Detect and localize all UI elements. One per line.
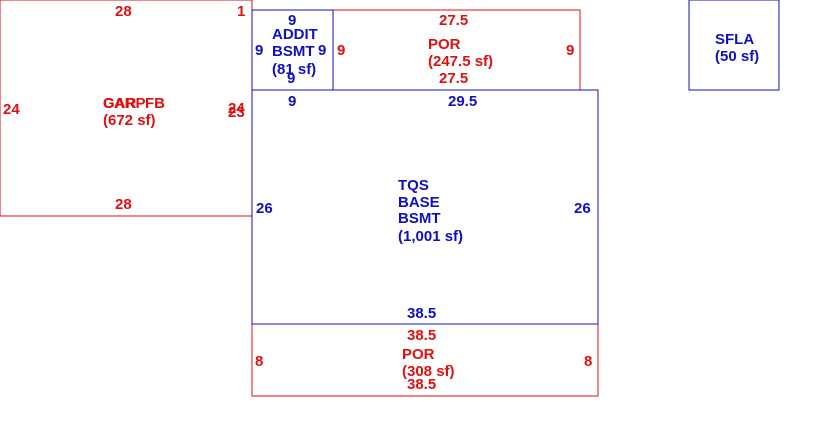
addit-bsmt-dim-left: 9 bbox=[255, 42, 263, 59]
sfla-size: (50 sf) bbox=[715, 48, 759, 65]
garage-dim-top: 28 bbox=[115, 3, 132, 20]
por-bottom-name: POR bbox=[402, 346, 435, 363]
garage-name-fb: FB bbox=[145, 95, 165, 112]
por-bottom-dim-right: 8 bbox=[584, 353, 592, 370]
por-bottom-dim-left: 8 bbox=[255, 353, 263, 370]
area-sfla: SFLA (50 sf) bbox=[688, 0, 780, 91]
por-top-dim-right: 9 bbox=[566, 42, 574, 59]
sfla-name: SFLA bbox=[715, 31, 754, 48]
garage-dim-bottom: 28 bbox=[115, 196, 132, 213]
garage-dim-left: 24 bbox=[3, 101, 20, 118]
por-bottom-dim-top: 38.5 bbox=[407, 327, 436, 344]
addit-bsmt-dim-right: 9 bbox=[318, 42, 326, 59]
por-top-size: (247.5 sf) bbox=[428, 53, 493, 70]
tqs-base-name-line2: BASE bbox=[398, 194, 440, 211]
por-top-name: POR bbox=[428, 36, 461, 53]
area-tqs-base: TQS BASE BSMT (1,001 sf) 29.5 38.5 26 26 bbox=[251, 89, 599, 325]
tqs-base-size: (1,001 sf) bbox=[398, 228, 463, 245]
por-top-dim-bottom: 27.5 bbox=[439, 70, 468, 87]
addit-bsmt-dim-bottom: 9 bbox=[287, 70, 295, 87]
addit-bsmt-name-line2: BSMT bbox=[272, 43, 315, 60]
sfla-outline bbox=[688, 0, 780, 91]
addit-bsmt-size: (81 sf) bbox=[272, 61, 316, 78]
tqs-base-name-line3: BSMT bbox=[398, 210, 441, 227]
garage-size: (672 sf) bbox=[103, 112, 156, 129]
area-garage: GAR FB CARP (672 sf) 28 1 24 24 23 28 bbox=[0, 0, 253, 217]
garage-name-carp: CARP bbox=[103, 95, 146, 112]
tqs-base-name-line1: TQS bbox=[398, 177, 429, 194]
por-top-dim-left: 9 bbox=[337, 42, 345, 59]
area-por-bottom: POR (308 sf) 38.5 38.5 8 8 bbox=[251, 323, 599, 397]
tqs-base-dim-top: 29.5 bbox=[448, 93, 477, 110]
por-bottom-size: (308 sf) bbox=[402, 363, 455, 380]
area-addit-bsmt: ADDIT BSMT (81 sf) 9 9 9 9 9 bbox=[251, 9, 334, 110]
area-por-top: POR (247.5 sf) 27.5 27.5 9 9 bbox=[332, 9, 581, 91]
tqs-base-dim-bottom: 38.5 bbox=[407, 305, 436, 322]
garage-dim-right-b: 23 bbox=[228, 104, 245, 121]
addit-bsmt-dim-bottom-outer: 9 bbox=[288, 93, 296, 110]
garage-dim-corner: 1 bbox=[237, 3, 245, 20]
por-bottom-dim-bottom: 38.5 bbox=[407, 376, 436, 393]
tqs-base-outline bbox=[251, 89, 599, 325]
por-top-dim-top: 27.5 bbox=[439, 12, 468, 29]
addit-bsmt-name-line1: ADDIT bbox=[272, 26, 318, 43]
tqs-base-dim-right: 26 bbox=[574, 200, 591, 217]
addit-bsmt-dim-top: 9 bbox=[288, 12, 296, 29]
tqs-base-dim-left: 26 bbox=[256, 200, 273, 217]
garage-name-gar: GAR bbox=[103, 95, 137, 112]
garage-dim-right-a: 24 bbox=[228, 100, 245, 117]
